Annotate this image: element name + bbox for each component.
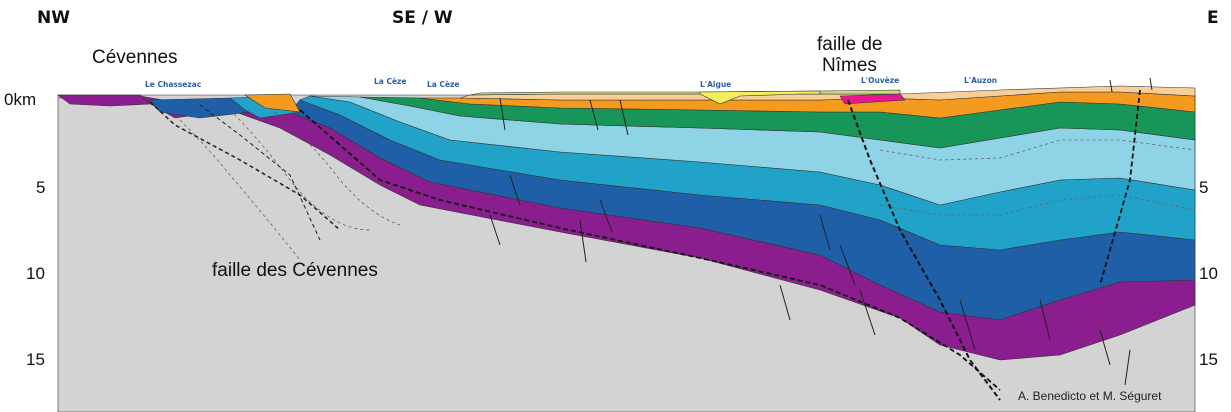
orientation-nw: NW (37, 8, 70, 28)
orientation-e: E (1207, 8, 1219, 28)
cevennes-label: Cévennes (92, 47, 178, 68)
faille-de-nimes-line (847, 99, 1001, 401)
depth-10-label-left: 10 (26, 264, 45, 283)
depth-15-label-left: 15 (26, 350, 45, 369)
depth-5-label-right: 5 (1199, 178, 1209, 197)
depth-5-label-left: 5 (36, 178, 46, 197)
depth-10-label-right: 10 (1199, 264, 1218, 283)
cevennes-trias-strip (57, 94, 151, 107)
river-l-auzon: L'Auzon (964, 76, 998, 85)
river-l-ouveze: L'Ouvèze (861, 76, 900, 85)
east-fault-line (1099, 89, 1141, 286)
cevennes-orange-block (244, 93, 301, 113)
dogger-boundary-dash (879, 194, 1196, 216)
river-la-ceze-2: La Cèze (427, 80, 460, 89)
river-le-chassezac: Le Chassezac (145, 80, 202, 89)
orientation-se-w: SE / W (392, 8, 453, 28)
nimes-pink-lens (839, 93, 906, 105)
pliocene-layer (699, 90, 821, 105)
faille-des-cevennes-line (149, 101, 341, 231)
cevennes-branch-fault (199, 104, 321, 241)
faille-de-nimes-label-1: faille de (817, 34, 883, 55)
minor-faults (489, 77, 1153, 386)
river-la-ceze-1: La Cèze (374, 77, 407, 86)
oligocene-layer (469, 89, 901, 96)
depth-0km-label: 0km (4, 90, 37, 109)
cretace-boundary-dash (879, 139, 1196, 161)
depth-15-label-right: 15 (1199, 350, 1218, 369)
cevennes-dashed-bodies (179, 107, 401, 261)
faille-de-nimes-label-2: Nîmes (822, 55, 877, 76)
faille-des-cevennes-label: faille des Cévennes (212, 260, 378, 281)
credit-text: A. Benedicto et M. Séguret (1018, 389, 1162, 403)
cevennes-lias-strip (149, 97, 251, 119)
river-l-aigue: L'Aigue (700, 80, 732, 89)
main-detachment-line (299, 109, 1001, 391)
